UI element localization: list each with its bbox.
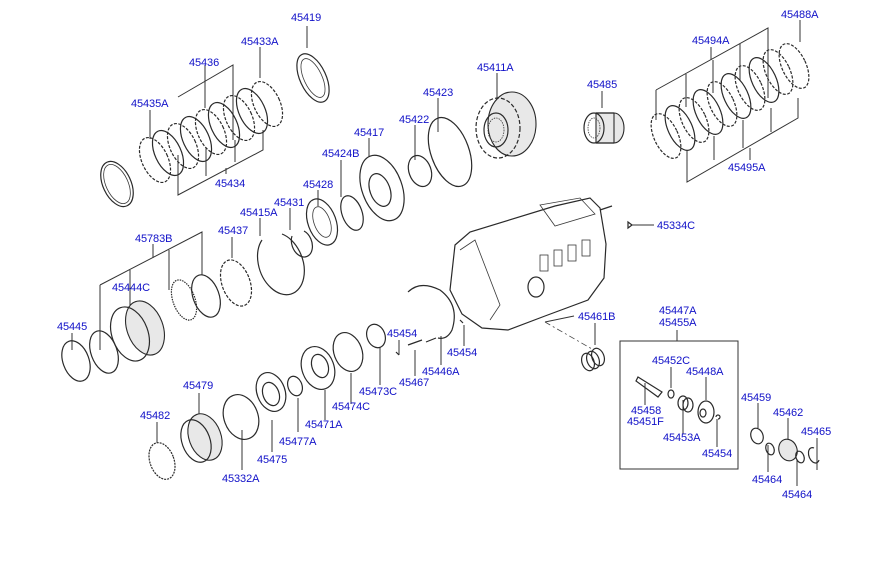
part-label-45451F[interactable]: 45451F <box>627 416 664 428</box>
part-label-45464-b[interactable]: 45464 <box>782 489 813 501</box>
part-label-45435A[interactable]: 45435A <box>131 98 169 110</box>
part-label-45473C[interactable]: 45473C <box>359 386 397 398</box>
part-label-45475[interactable]: 45475 <box>257 454 288 466</box>
part-label-45494A[interactable]: 45494A <box>692 35 730 47</box>
part-label-45417[interactable]: 45417 <box>354 127 385 139</box>
part-label-45485[interactable]: 45485 <box>587 79 618 91</box>
part-label-45428[interactable]: 45428 <box>303 179 334 191</box>
valve-kit <box>580 347 721 424</box>
part-label-45452C[interactable]: 45452C <box>652 355 690 367</box>
part-label-45458[interactable]: 45458 <box>631 405 662 417</box>
part-label-45411A[interactable]: 45411A <box>477 62 514 74</box>
part-label-45482[interactable]: 45482 <box>140 410 171 422</box>
seal-rings-mid <box>61 116 473 382</box>
part-label-45495A[interactable]: 45495A <box>728 162 766 174</box>
part-label-45433A[interactable]: 45433A <box>241 36 279 48</box>
part-label-45461B[interactable]: 45461B <box>578 311 616 323</box>
part-label-45467[interactable]: 45467 <box>399 377 430 389</box>
part-label-45459[interactable]: 45459 <box>741 392 772 404</box>
part-label-45431[interactable]: 45431 <box>274 197 305 209</box>
part-label-45422[interactable]: 45422 <box>399 114 430 126</box>
small-parts-right <box>750 427 820 464</box>
part-label-45447A[interactable]: 45447A <box>659 305 697 317</box>
clutch-pack-right <box>650 43 810 159</box>
gear-45411A <box>475 91 537 159</box>
part-label-45423[interactable]: 45423 <box>423 87 454 99</box>
part-label-45455A[interactable]: 45455A <box>659 317 697 329</box>
part-label-45445[interactable]: 45445 <box>57 321 88 333</box>
leader-lines <box>71 20 818 486</box>
part-label-45488A[interactable]: 45488A <box>781 9 819 21</box>
part-label-45479[interactable]: 45479 <box>183 380 214 392</box>
part-label-45334C[interactable]: 45334C <box>657 220 695 232</box>
part-label-45448A[interactable]: 45448A <box>686 366 724 378</box>
drum-45485 <box>583 112 625 144</box>
part-label-45436[interactable]: 45436 <box>189 57 220 69</box>
part-label-45453A[interactable]: 45453A <box>663 432 701 444</box>
part-label-45477A[interactable]: 45477A <box>279 436 317 448</box>
part-label-45419[interactable]: 45419 <box>291 12 322 24</box>
part-label-45474C[interactable]: 45474C <box>332 401 370 413</box>
transmission-case <box>449 197 633 331</box>
part-label-45415A[interactable]: 45415A <box>240 207 278 219</box>
part-label-45332A[interactable]: 45332A <box>222 473 260 485</box>
part-label-45437[interactable]: 45437 <box>218 225 249 237</box>
band-and-pins <box>148 284 464 480</box>
clutch-pack-left <box>100 53 330 208</box>
part-label-45454-b[interactable]: 45454 <box>447 347 478 359</box>
part-label-45471A[interactable]: 45471A <box>305 419 343 431</box>
part-label-45464-a[interactable]: 45464 <box>752 474 783 486</box>
part-label-45465[interactable]: 45465 <box>801 426 832 438</box>
part-label-45462[interactable]: 45462 <box>773 407 804 419</box>
part-label-45783B[interactable]: 45783B <box>135 233 173 245</box>
part-label-45424B[interactable]: 45424B <box>322 148 360 160</box>
part-label-45446A[interactable]: 45446A <box>422 366 460 378</box>
part-label-45434[interactable]: 45434 <box>215 178 246 190</box>
part-label-45454-kit[interactable]: 45454 <box>702 448 733 460</box>
part-label-45454-a[interactable]: 45454 <box>387 328 418 340</box>
part-label-45444C[interactable]: 45444C <box>112 282 150 294</box>
